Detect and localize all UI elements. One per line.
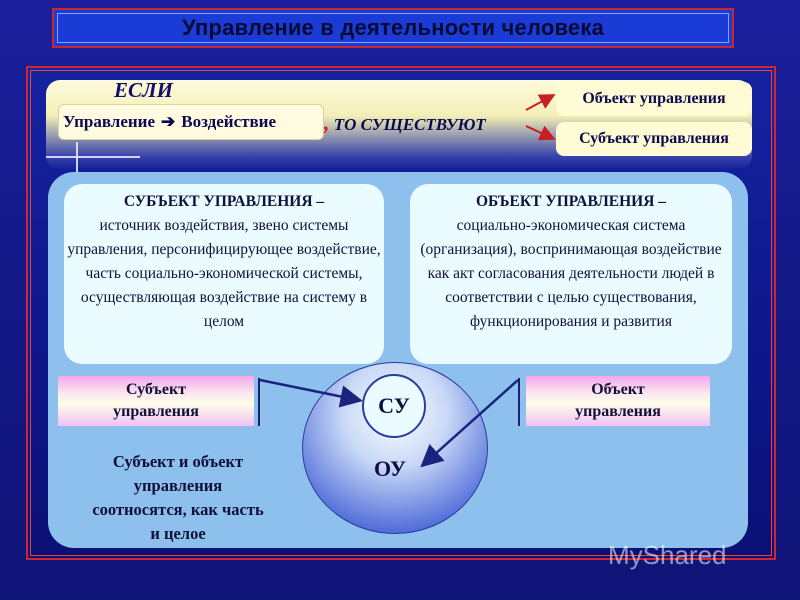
watermark: MyShared bbox=[608, 540, 727, 570]
object-label-line1: Объект bbox=[591, 381, 645, 398]
subject-definition-box: СУБЪЕКТ УПРАВЛЕНИЯ – источник воздействи… bbox=[64, 184, 384, 364]
arrow-subject-to-su bbox=[259, 378, 363, 408]
relation-text: Субъект и объект управления соотносятся,… bbox=[92, 452, 264, 543]
then-exist-text: ТО СУЩЕСТВУЮТ bbox=[333, 115, 486, 134]
if-label: ЕСЛИ bbox=[114, 78, 174, 102]
arrow-to-object-pill bbox=[525, 94, 556, 111]
decor-vertical-line bbox=[76, 142, 78, 200]
subject-circle: СУ bbox=[362, 374, 426, 438]
subject-label-line1: Субъект bbox=[125, 381, 187, 398]
comma-mark: , bbox=[324, 110, 330, 135]
object-definition-text: социально-экономическая система (организ… bbox=[420, 217, 722, 330]
object-label-line2: управления bbox=[575, 403, 661, 420]
subject-label: Субъект управления bbox=[58, 376, 254, 426]
right-arrow-icon: ➔ bbox=[161, 112, 176, 131]
decor-horizontal-line bbox=[46, 156, 140, 158]
subject-circle-label: СУ bbox=[378, 393, 410, 418]
main-frame-inner-border bbox=[30, 70, 772, 556]
object-circle-label: ОУ bbox=[374, 456, 407, 481]
object-label-bar bbox=[518, 378, 520, 426]
arrow-object-to-ou bbox=[420, 379, 519, 468]
object-definition-box: ОБЪЕКТ УПРАВЛЕНИЯ – социально-экономичес… bbox=[410, 184, 732, 364]
management-impact-box: Управление ➔ Воздействие bbox=[58, 104, 324, 140]
object-definition-heading: ОБЪЕКТ УПРАВЛЕНИЯ – bbox=[475, 193, 667, 210]
impact-label: Воздействие bbox=[181, 112, 276, 131]
subject-definition-heading: СУБЪЕКТ УПРАВЛЕНИЯ – bbox=[123, 193, 325, 210]
arrow-to-subject-pill bbox=[525, 125, 556, 141]
page-title: Управление в деятельности человека bbox=[181, 15, 605, 40]
title-bar: Управление в деятельности человека bbox=[52, 8, 734, 48]
then-exist-label: , ТО СУЩЕСТВУЮТ bbox=[324, 110, 486, 136]
object-label: Объект управления bbox=[526, 376, 710, 426]
management-label: Управление bbox=[63, 112, 156, 131]
object-pill: Объект управления bbox=[556, 82, 752, 116]
subject-pill: Субъект управления bbox=[556, 122, 752, 156]
subject-label-bar bbox=[258, 378, 260, 426]
subject-definition-text: источник воздействия, звено системы упра… bbox=[67, 217, 381, 330]
subject-label-line2: управления bbox=[113, 403, 199, 420]
